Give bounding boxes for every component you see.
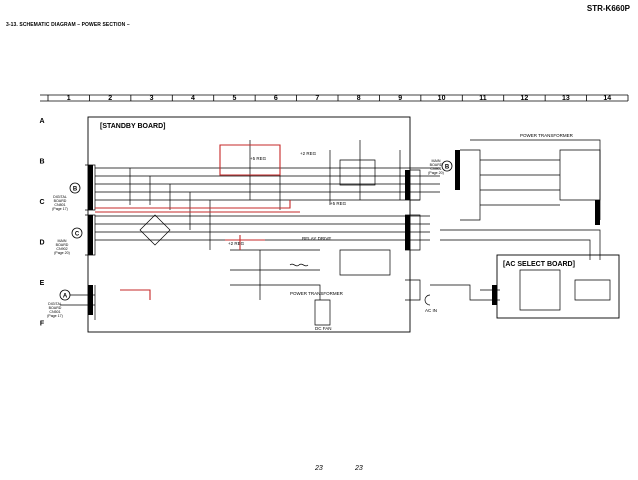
column-label: 9 (398, 95, 402, 102)
row-label: C (39, 199, 44, 206)
connector-pins (88, 150, 600, 315)
column-label: 11 (479, 95, 487, 102)
marker-c-text-1: BOARD (56, 243, 69, 247)
section-title: 3-13. SCHEMATIC DIAGRAM – POWER SECTION … (6, 22, 130, 28)
marker-b-right-text-0: MAIN (432, 159, 441, 163)
column-label: 2 (108, 95, 112, 102)
column-label: 1 (67, 95, 71, 102)
marker-c-letter: C (75, 232, 80, 238)
marker-b-right-text-1: BOARD (430, 163, 443, 167)
marker-c-text-3: (Page 20) (54, 251, 70, 255)
column-label: 4 (191, 95, 195, 102)
column-label: 6 (274, 95, 278, 102)
label-relay-drive: RELAY DRIVE (302, 236, 331, 241)
column-label: 12 (521, 95, 529, 102)
footer-page-left: 23 (315, 465, 323, 472)
highlight-paths (95, 144, 300, 300)
model-name: STR-K660P (586, 4, 630, 13)
ac-select-board-title: [AC SELECT BOARD] (503, 261, 575, 268)
row-label: F (40, 321, 45, 328)
column-label: 7 (315, 95, 319, 102)
marker-a-letter: A (63, 294, 68, 300)
label-note-a: +2 REG (300, 151, 317, 156)
marker-a-text-3: (Page 17) (47, 314, 63, 318)
wiring (60, 139, 611, 326)
marker-c-text-2: CN902 (56, 247, 67, 251)
footer-page-right: 23 (355, 465, 363, 472)
label-power-transformer-mid: POWER TRANSFORMER (290, 291, 344, 296)
marker-b-left-letter: B (73, 187, 78, 193)
marker-b-left-text-2: CN801 (54, 203, 65, 207)
marker-b-right-letter: B (445, 165, 450, 171)
label-power-transformer-top: POWER TRANSFORMER (520, 133, 574, 138)
marker-b-right-text-3: (Page 20) (428, 171, 444, 175)
marker-b-right-text-2: CN901 (430, 167, 441, 171)
column-label: 8 (357, 95, 361, 102)
standby-board-frame (87, 116, 411, 333)
marker-a: A DIGITAL BOARD CN501 (Page 17) (47, 289, 71, 318)
standby-board-title: [STANDBY BOARD] (100, 123, 165, 130)
label-note-b: +5 REG (330, 201, 347, 206)
marker-b-left: B DIGITAL BOARD CN801 (Page 17) (52, 182, 81, 211)
row-label: E (40, 280, 45, 287)
marker-b-right: B MAIN BOARD CN901 (Page 20) (428, 159, 453, 175)
column-label: 5 (232, 95, 236, 102)
column-label: 13 (562, 95, 570, 102)
marker-c: C MAIN BOARD CN902 (Page 20) (54, 227, 83, 255)
column-label: 10 (438, 95, 446, 102)
row-label: D (39, 240, 44, 247)
marker-b-left-text-1: BOARD (54, 199, 67, 203)
marker-a-text-0: DIGITAL (48, 302, 62, 306)
component-labels: POWER TRANSFORMER POWER TRANSFORMER RELA… (228, 133, 574, 331)
marker-a-text-1: BOARD (49, 306, 62, 310)
column-label: 3 (150, 95, 154, 102)
row-label: B (39, 159, 44, 166)
row-label: A (39, 118, 44, 125)
marker-c-text-0: MAIN (58, 239, 67, 243)
label-dc-fan: DC FAN (315, 326, 332, 331)
label-ac-in: AC IN (425, 308, 437, 313)
label-std-b: +5 REG (250, 156, 267, 161)
marker-b-left-text-0: DIGITAL (53, 195, 67, 199)
marker-b-left-text-3: (Page 17) (52, 207, 68, 211)
marker-a-text-2: CN501 (49, 310, 60, 314)
label-ref-e: +2 REG (228, 241, 245, 246)
column-label: 14 (603, 95, 611, 102)
